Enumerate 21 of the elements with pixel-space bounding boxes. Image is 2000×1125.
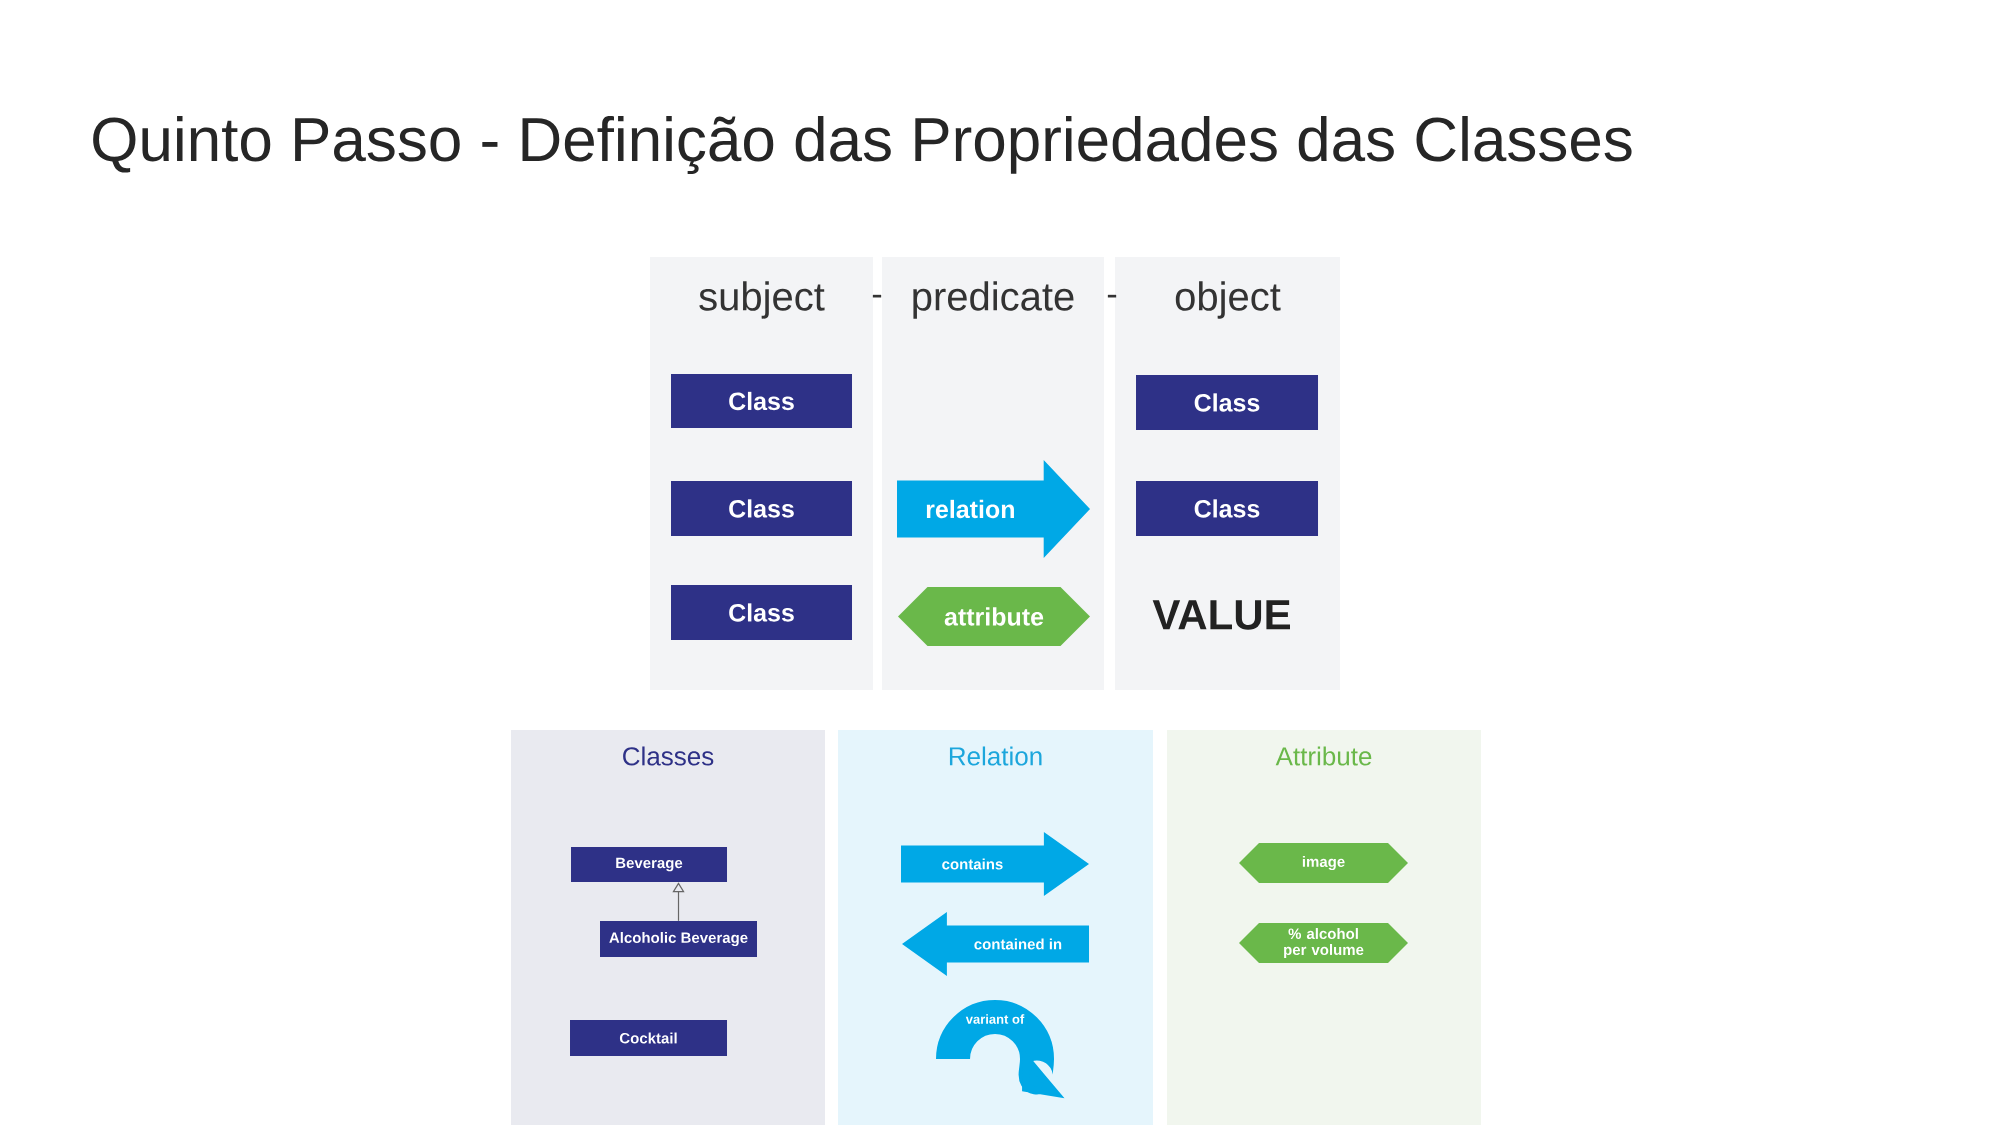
class-box: Class <box>671 481 852 536</box>
node-label: variant of <box>965 1014 1025 1024</box>
attribute-hexagon: image <box>1239 843 1408 883</box>
value-text: VALUE <box>1152 600 1290 630</box>
class-box: Alcoholic Beverage <box>600 921 757 957</box>
relation-banner: relation <box>897 460 1090 558</box>
attribute-hexagon: % alcohol per volume <box>1239 923 1408 963</box>
class-box: Cocktail <box>570 1020 727 1056</box>
class-box: Class <box>671 585 852 640</box>
separator-dash: - <box>872 294 882 298</box>
class-box: Class <box>671 374 852 428</box>
title: Quinto Passo - Definição das Propriedades das Classes <box>93 116 1632 175</box>
class-box: Class <box>1136 481 1318 536</box>
class-box: Beverage <box>571 847 727 882</box>
attribute-hexagon: attribute <box>898 587 1090 646</box>
separator-dash: - <box>1107 294 1117 298</box>
curved-banner: variant of <box>936 1000 1065 1099</box>
inheritance-arrow <box>672 882 685 922</box>
relation-banner: contains <box>901 832 1089 896</box>
class-box: Class <box>1136 375 1318 430</box>
relation-banner: contained in <box>902 912 1089 976</box>
